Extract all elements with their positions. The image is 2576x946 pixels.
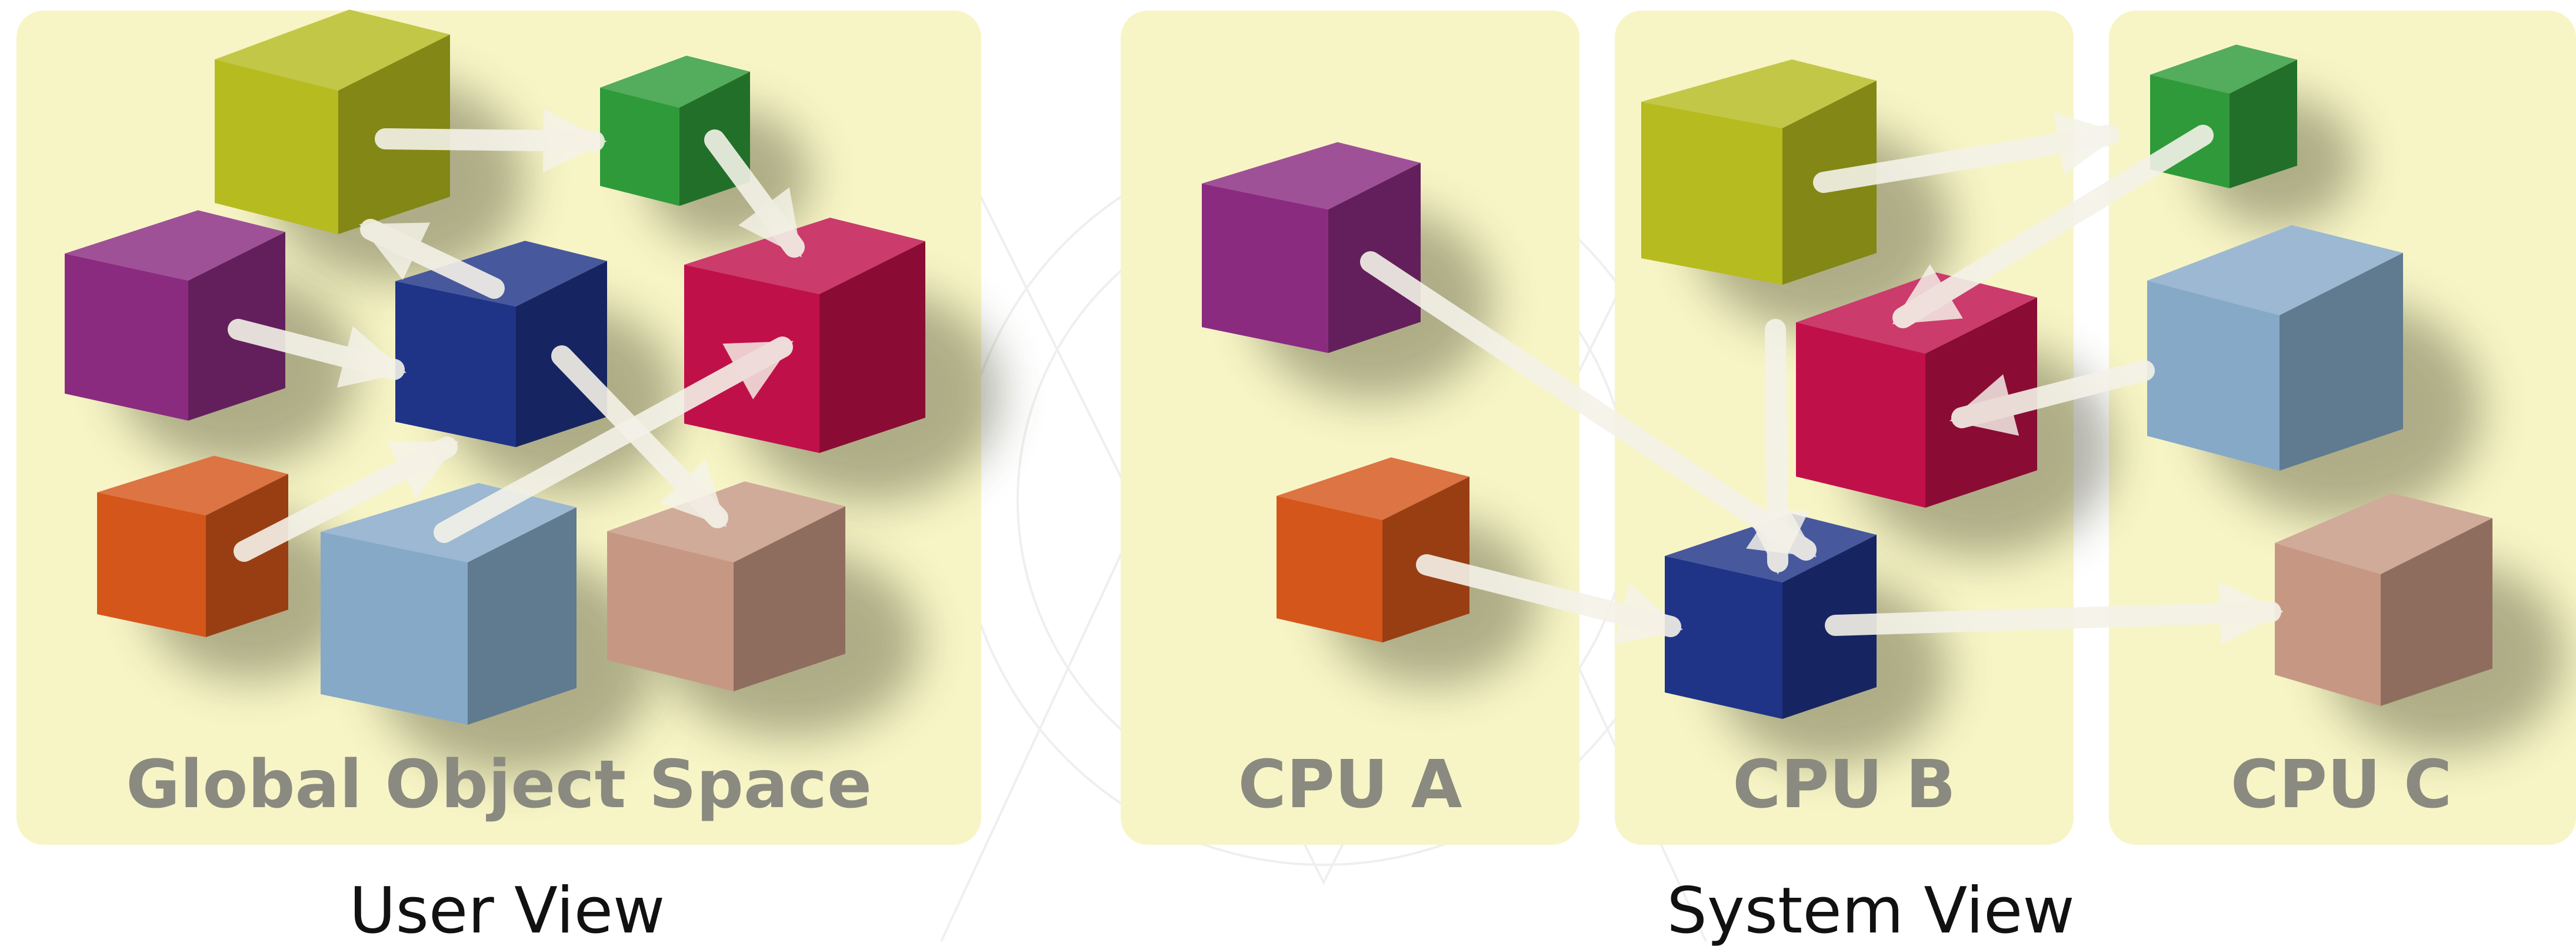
panel-title-cpu-c: CPU C	[2231, 747, 2452, 823]
cpu-b-navy-cube-front	[1665, 556, 1782, 719]
reference-arrow	[1745, 319, 1809, 575]
user-view-olive-cube-front	[215, 59, 338, 234]
user-view-green-cube-top	[600, 55, 750, 108]
cpu-c-green-cube-side	[2230, 59, 2297, 189]
caption-system-view: System View	[1667, 874, 2074, 946]
user-view-light-blue-cube-side	[468, 507, 576, 725]
reference-arrow	[1360, 251, 1817, 561]
reference-arrow	[359, 219, 505, 299]
reference-arrow	[1825, 581, 2284, 645]
user-view-orange-cube	[97, 455, 288, 637]
cpu-b-crimson-cube-front	[1796, 322, 1925, 508]
panel-title-cpu-b: CPU B	[1732, 747, 1956, 823]
user-view-navy-cube-top	[395, 241, 607, 307]
user-view-purple-cube-front	[65, 254, 188, 421]
cpu-c-light-blue-cube-front	[2147, 281, 2280, 471]
cpu-c-tan-cube-front	[2275, 543, 2381, 706]
user-view-tan-cube-front	[607, 531, 734, 691]
cpu-c-light-blue-cube	[2147, 225, 2403, 471]
user-view-crimson-cube-side	[819, 241, 925, 453]
user-view-orange-cube-front	[97, 492, 206, 637]
cpu-a-purple-cube	[1202, 142, 1421, 353]
reference-arrow	[1813, 112, 2122, 193]
cpu-c-light-blue-cube-side	[2280, 252, 2403, 471]
caption-user-view: User View	[349, 874, 665, 946]
cubes	[65, 9, 2492, 725]
reference-arrow	[234, 437, 459, 562]
user-view-light-blue-cube-front	[321, 532, 468, 725]
reference-arrow	[1950, 360, 2155, 436]
cpu-a-orange-cube-top	[1277, 457, 1469, 520]
reference-arrow	[228, 319, 406, 388]
user-view-tan-cube	[607, 481, 845, 691]
cpu-c-tan-cube	[2275, 493, 2492, 706]
cpu-a-orange-cube-front	[1277, 496, 1382, 642]
reference-arrow	[375, 109, 607, 173]
user-view-green-cube-front	[600, 88, 679, 206]
panel-title-cpu-a: CPU A	[1238, 747, 1462, 823]
cpu-c-light-blue-cube-top	[2147, 225, 2403, 315]
panel-title-global: Global Object Space	[126, 747, 872, 823]
user-view-olive-cube-top	[215, 9, 450, 91]
panel-cpu-a	[1121, 11, 1579, 845]
cpu-a-purple-cube-top	[1202, 142, 1421, 209]
cpu-c-tan-cube-top	[2275, 493, 2492, 574]
cpu-b-olive-cube-front	[1641, 102, 1782, 285]
cpu-a-purple-cube-front	[1202, 184, 1328, 353]
user-view-orange-cube-top	[97, 455, 288, 515]
cpu-c-green-cube-top	[2150, 44, 2297, 94]
user-view-navy-cube-front	[395, 281, 516, 447]
cpu-c-tan-cube-side	[2381, 518, 2492, 706]
reference-arrow	[1416, 554, 1683, 645]
arrows	[228, 109, 2284, 645]
reference-arrow	[1892, 125, 2214, 328]
user-view-navy-cube	[395, 241, 607, 447]
user-view-crimson-cube-top	[684, 218, 925, 294]
user-view-purple-cube-top	[65, 210, 285, 281]
reference-arrow	[434, 337, 794, 543]
user-view-tan-cube-side	[734, 506, 845, 691]
reference-arrow	[704, 129, 805, 258]
cpu-b-olive-cube-top	[1641, 59, 1877, 128]
